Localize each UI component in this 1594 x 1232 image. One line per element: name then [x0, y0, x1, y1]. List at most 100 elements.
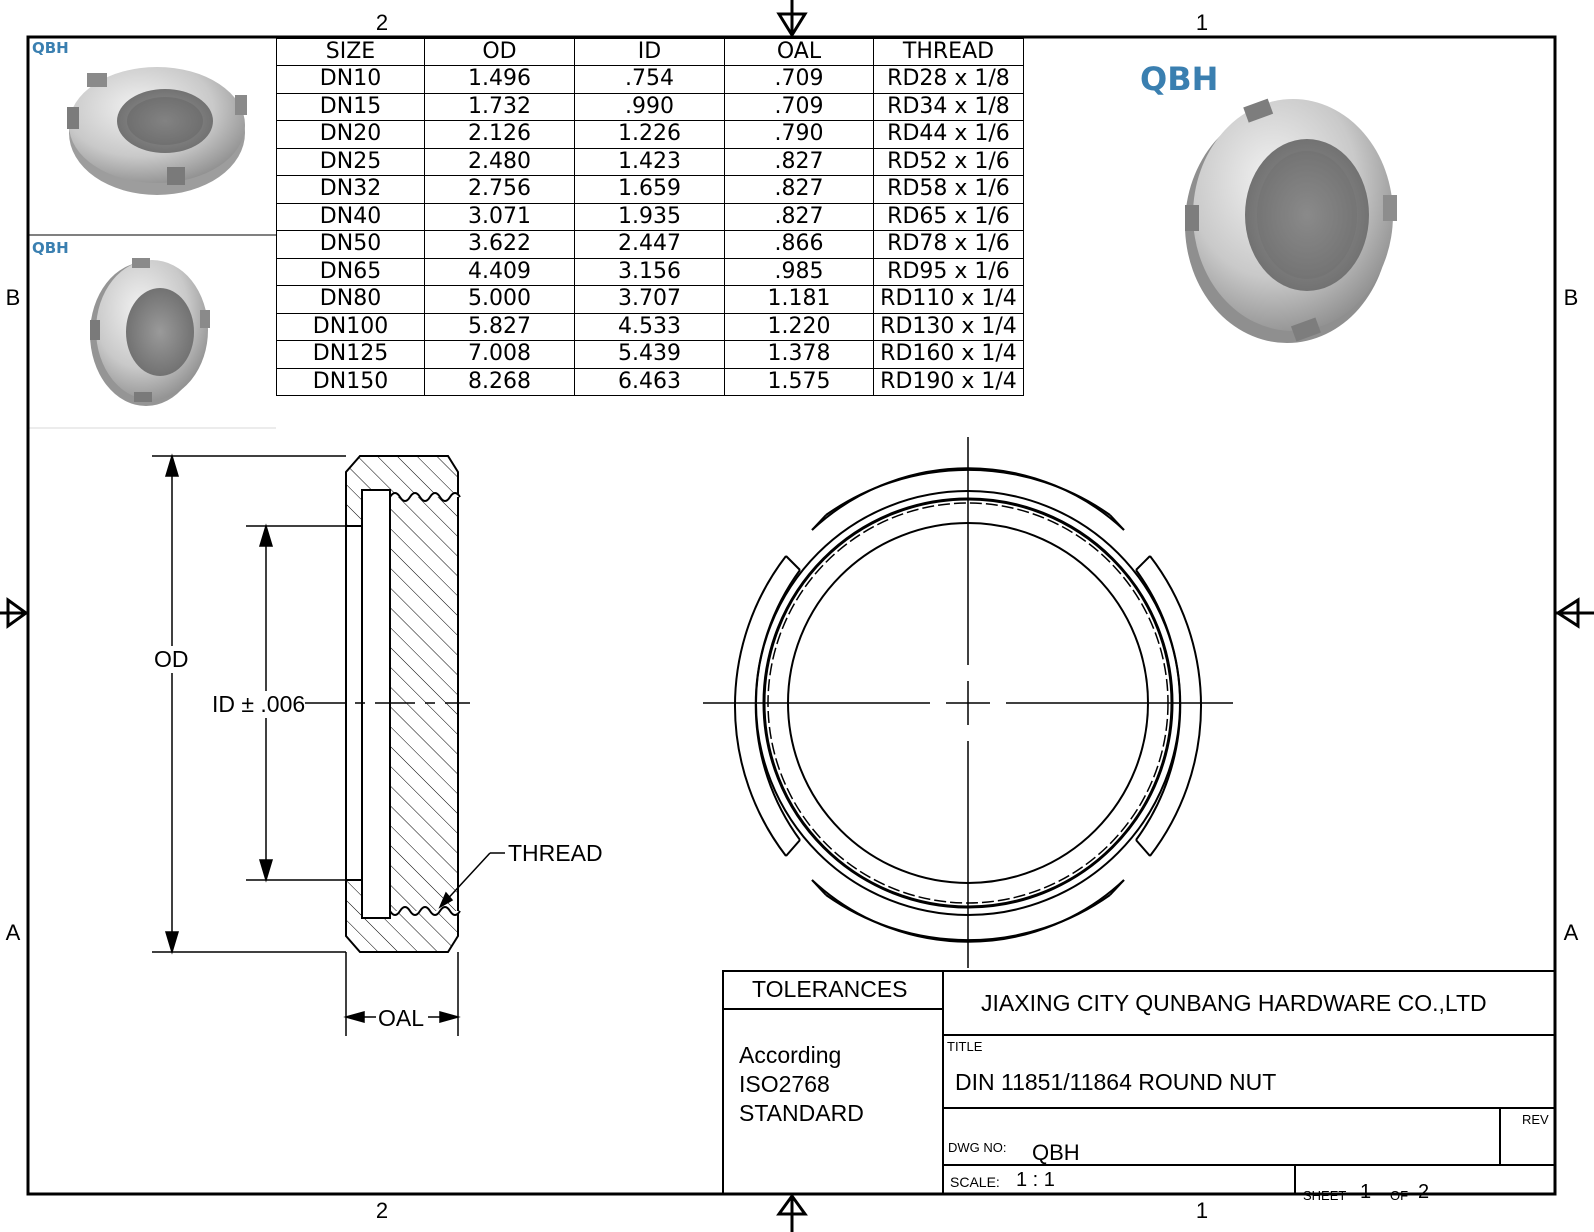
- table-cell-thread: RD95 x 1/6: [873, 257, 1024, 286]
- sheet-label: SHEET: [1303, 1188, 1347, 1203]
- table-cell-thread: RD44 x 1/6: [873, 120, 1024, 149]
- zone-left-a: A: [6, 920, 21, 945]
- table-cell-od: 4.409: [424, 257, 575, 286]
- table-cell-oal: 1.378: [724, 340, 874, 369]
- sheet-number: 1: [1360, 1181, 1372, 1203]
- sheet-total: 2: [1418, 1181, 1430, 1203]
- tolerances-label: TOLERANCES: [752, 976, 908, 1002]
- zone-right-b: B: [1564, 285, 1579, 310]
- table-cell-id: 1.659: [574, 175, 725, 204]
- table-cell-oal: .866: [724, 230, 874, 259]
- thread-label: THREAD: [508, 840, 603, 867]
- table-cell-thread: RD160 x 1/4: [873, 340, 1024, 369]
- table-cell-id: 2.447: [574, 230, 725, 259]
- dwg-no-label: DWG NO:: [948, 1140, 1007, 1155]
- table-cell-thread: RD34 x 1/8: [873, 92, 1024, 121]
- table-cell-size: DN32: [276, 175, 425, 204]
- center-arrow-top: [776, 0, 808, 38]
- table-cell-id: 1.423: [574, 147, 725, 176]
- tolerances-line-1: According: [739, 1042, 842, 1068]
- center-arrow-left: [0, 597, 29, 629]
- table-cell-thread: RD110 x 1/4: [873, 285, 1024, 314]
- title-label: TITLE: [947, 1039, 983, 1054]
- table-cell-size: DN65: [276, 257, 425, 286]
- table-cell-size: DN15: [276, 92, 425, 121]
- of-label: OF: [1390, 1188, 1409, 1203]
- table-cell-size: DN10: [276, 65, 425, 94]
- table-cell-size: DN25: [276, 147, 425, 176]
- table-cell-size: DN40: [276, 202, 425, 231]
- table-cell-id: 1.935: [574, 202, 725, 231]
- zone-bottom-left: 2: [376, 1198, 388, 1223]
- table-cell-oal: .709: [724, 65, 874, 94]
- table-cell-size: DN20: [276, 120, 425, 149]
- scale-value: 1 : 1: [1016, 1169, 1055, 1191]
- table-cell-oal: .827: [724, 175, 874, 204]
- tolerances-line-2: ISO2768: [739, 1071, 830, 1097]
- table-cell-thread: RD130 x 1/4: [873, 312, 1024, 341]
- oal-label: OAL: [378, 1005, 425, 1032]
- table-cell-size: DN50: [276, 230, 425, 259]
- table-cell-id: 1.226: [574, 120, 725, 149]
- table-cell-od: 5.827: [424, 312, 575, 341]
- table-cell-thread: RD28 x 1/8: [873, 65, 1024, 94]
- scale-label: SCALE:: [950, 1174, 1000, 1190]
- zone-right-a: A: [1564, 920, 1579, 945]
- logo-small-1: QBH: [32, 39, 69, 57]
- table-cell-id: .754: [574, 65, 725, 94]
- zone-top-left: 2: [376, 10, 388, 35]
- spec-table-header-row: SIZE OD ID OAL THREAD: [276, 38, 1024, 66]
- od-dimension: [152, 453, 346, 955]
- table-cell-size: DN125: [276, 340, 425, 369]
- header-id: ID: [574, 38, 725, 66]
- center-arrow-bottom: [776, 1193, 808, 1232]
- table-cell-oal: 1.575: [724, 367, 874, 396]
- table-cell-size: DN150: [276, 367, 425, 396]
- table-cell-od: 5.000: [424, 285, 575, 314]
- table-cell-od: 3.071: [424, 202, 575, 231]
- table-cell-thread: RD65 x 1/6: [873, 202, 1024, 231]
- table-cell-thread: RD58 x 1/6: [873, 175, 1024, 204]
- table-cell-thread: RD78 x 1/6: [873, 230, 1024, 259]
- table-cell-oal: .985: [724, 257, 874, 286]
- table-cell-thread: RD52 x 1/6: [873, 147, 1024, 176]
- center-arrow-right: [1555, 597, 1594, 629]
- table-cell-thread: RD190 x 1/4: [873, 367, 1024, 396]
- zone-left-b: B: [6, 285, 21, 310]
- table-cell-od: 2.126: [424, 120, 575, 149]
- table-cell-id: 4.533: [574, 312, 725, 341]
- rev-label: REV: [1522, 1112, 1549, 1127]
- table-cell-id: 3.707: [574, 285, 725, 314]
- zone-bottom-right: 1: [1196, 1198, 1208, 1223]
- drawing-title: DIN 11851/11864 ROUND NUT: [955, 1069, 1277, 1095]
- header-thread: THREAD: [873, 38, 1024, 66]
- zone-top-right: 1: [1196, 10, 1208, 35]
- table-cell-oal: 1.220: [724, 312, 874, 341]
- table-cell-oal: .827: [724, 202, 874, 231]
- company-name: JIAXING CITY QUNBANG HARDWARE CO.,LTD: [981, 990, 1487, 1016]
- thread-leader: [438, 852, 505, 909]
- table-cell-od: 7.008: [424, 340, 575, 369]
- table-cell-od: 1.496: [424, 65, 575, 94]
- table-cell-od: 2.756: [424, 175, 575, 204]
- table-cell-id: 6.463: [574, 367, 725, 396]
- table-cell-oal: .790: [724, 120, 874, 149]
- table-cell-size: DN80: [276, 285, 425, 314]
- od-label: OD: [154, 646, 189, 673]
- table-cell-oal: 1.181: [724, 285, 874, 314]
- tolerances-line-3: STANDARD: [739, 1100, 864, 1126]
- oal-dimension: [343, 952, 461, 1036]
- logo-small-2: QBH: [32, 239, 69, 257]
- table-cell-od: 3.622: [424, 230, 575, 259]
- logo-large: QBH: [1140, 60, 1218, 98]
